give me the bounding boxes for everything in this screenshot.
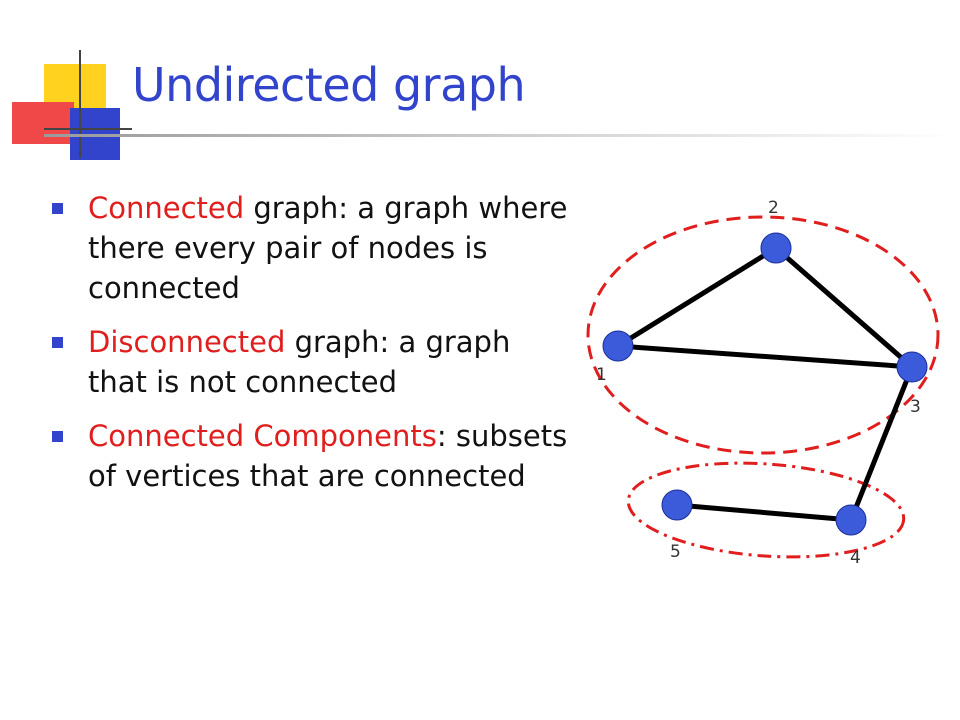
deco-horizontal-line — [44, 128, 132, 130]
node-label-2: 2 — [768, 198, 779, 218]
bullet-square-icon — [52, 431, 63, 442]
bullet-text: graph: a graph that is not connected — [88, 325, 511, 399]
bullet-text: graph: a graph where there every pair of… — [88, 191, 568, 305]
node-label-4: 4 — [850, 548, 861, 568]
deco-vertical-line — [79, 50, 81, 158]
edge-1-3 — [617, 343, 913, 370]
node-label-5: 5 — [670, 542, 681, 562]
bullet-term: Connected — [88, 191, 245, 225]
bullet-square-icon — [52, 337, 63, 348]
graph-node-1 — [602, 330, 634, 362]
bullet-term: Connected Components — [88, 419, 437, 453]
graph-node-5 — [661, 489, 693, 521]
node-label-1: 1 — [596, 365, 607, 385]
bullet-square-icon — [52, 203, 63, 214]
deco-red-square — [12, 102, 74, 144]
edge-2-3 — [774, 246, 914, 369]
title-underline — [44, 134, 960, 137]
bullet-disconnected-graph: Disconnected graph: a graph that is not … — [52, 322, 572, 402]
slide-title: Undirected graph — [132, 58, 526, 112]
bullet-term: Disconnected — [88, 325, 286, 359]
edge-3-4 — [848, 366, 915, 521]
bullet-text: : subsets of vertices that are connected — [88, 419, 568, 493]
component-boundary-1 — [586, 215, 940, 455]
graph-node-3 — [896, 351, 928, 383]
graph-node-4 — [835, 504, 867, 536]
bullet-list: Connected graph: a graph where there eve… — [52, 188, 572, 510]
edge-1-2 — [616, 245, 778, 349]
edge-4-5 — [676, 502, 852, 523]
bullet-connected-components: Connected Components: subsets of vertice… — [52, 416, 572, 496]
bullet-connected-graph: Connected graph: a graph where there eve… — [52, 188, 572, 308]
component-boundary-2 — [626, 461, 906, 559]
graph-node-2 — [760, 232, 792, 264]
node-label-3: 3 — [910, 397, 921, 417]
